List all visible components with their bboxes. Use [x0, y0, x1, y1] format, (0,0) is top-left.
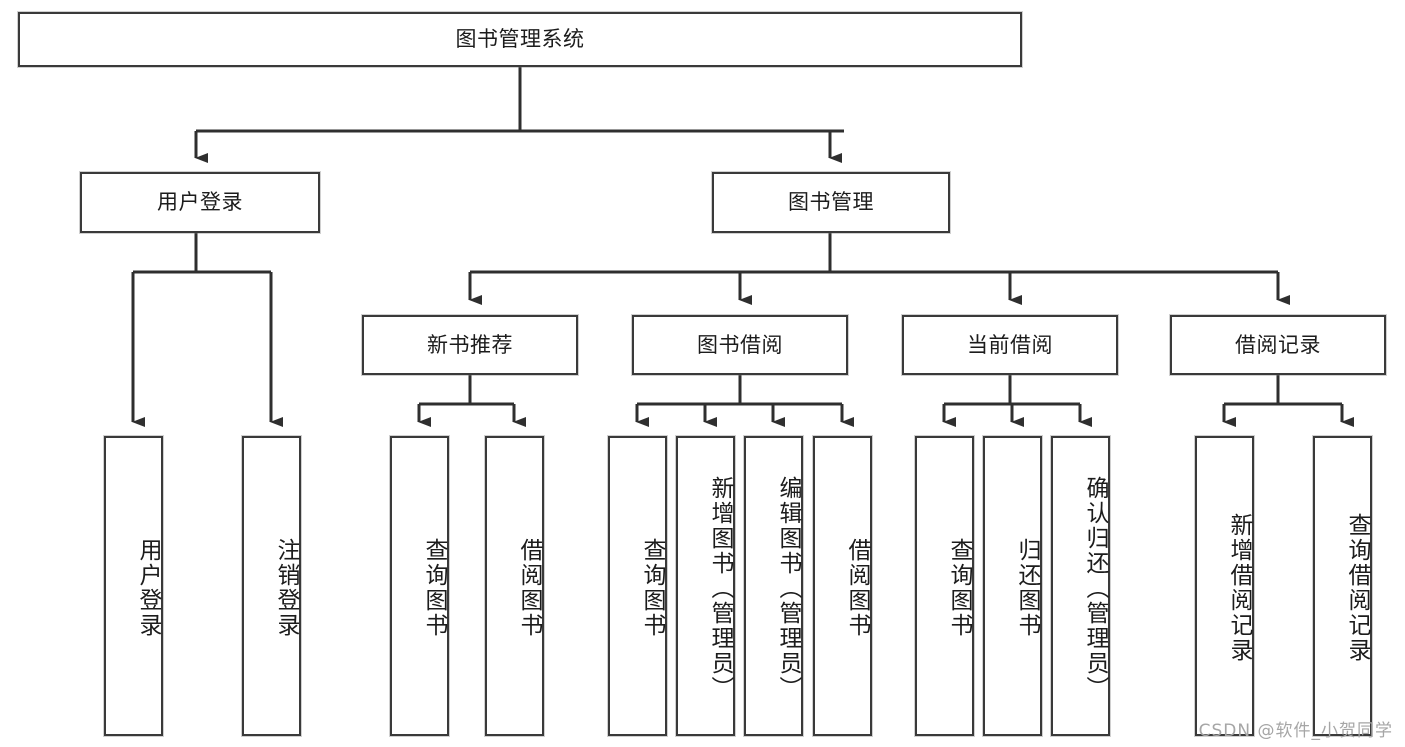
node-label: 图书管理系统 [455, 27, 585, 52]
node-label: 新书推荐 [427, 332, 513, 357]
node-leaf-logout-login[interactable]: 注销登录 [242, 436, 301, 736]
node-leaf-query-book-current[interactable]: 查询图书 [915, 436, 974, 736]
node-label: 查询图书 [639, 538, 665, 638]
node-label: 借阅图书 [516, 538, 542, 638]
node-borrow-record[interactable]: 借阅记录 [1170, 315, 1386, 375]
node-label: 图书管理 [788, 190, 874, 215]
node-leaf-return-book[interactable]: 归还图书 [983, 436, 1042, 736]
node-label: 查询图书 [421, 538, 447, 638]
node-label: 新增图书（管理员） [707, 475, 733, 701]
node-leaf-borrow-book-recommend[interactable]: 借阅图书 [485, 436, 544, 736]
node-leaf-edit-book-admin[interactable]: 编辑图书（管理员） [744, 436, 803, 736]
node-leaf-confirm-return-admin[interactable]: 确认归还（管理员） [1051, 436, 1110, 736]
node-root-book-management-system[interactable]: 图书管理系统 [18, 12, 1022, 67]
node-leaf-add-book-admin[interactable]: 新增图书（管理员） [676, 436, 735, 736]
node-book-management[interactable]: 图书管理 [712, 172, 950, 233]
node-leaf-query-book-borrow[interactable]: 查询图书 [608, 436, 667, 736]
node-label: 归还图书 [1014, 538, 1040, 638]
node-leaf-query-book-recommend[interactable]: 查询图书 [390, 436, 449, 736]
node-leaf-user-login[interactable]: 用户登录 [104, 436, 163, 736]
node-leaf-borrow-book[interactable]: 借阅图书 [813, 436, 872, 736]
node-label: 用户登录 [135, 538, 161, 638]
node-label: 查询借阅记录 [1344, 513, 1370, 663]
node-leaf-query-borrow-record[interactable]: 查询借阅记录 [1313, 436, 1372, 736]
node-current-borrow[interactable]: 当前借阅 [902, 315, 1118, 375]
node-book-borrow[interactable]: 图书借阅 [632, 315, 848, 375]
node-user-login[interactable]: 用户登录 [80, 172, 320, 233]
node-label: 借阅图书 [844, 538, 870, 638]
node-label: 编辑图书（管理员） [775, 475, 801, 701]
node-new-book-recommend[interactable]: 新书推荐 [362, 315, 578, 375]
node-label: 确认归还（管理员） [1082, 475, 1108, 701]
node-label: 图书借阅 [697, 332, 783, 357]
node-label: 注销登录 [273, 538, 299, 638]
node-label: 新增借阅记录 [1226, 513, 1252, 663]
node-label: 当前借阅 [967, 332, 1053, 357]
node-label: 借阅记录 [1235, 332, 1321, 357]
node-label: 用户登录 [157, 190, 243, 215]
node-leaf-add-borrow-record[interactable]: 新增借阅记录 [1195, 436, 1254, 736]
node-label: 查询图书 [946, 538, 972, 638]
